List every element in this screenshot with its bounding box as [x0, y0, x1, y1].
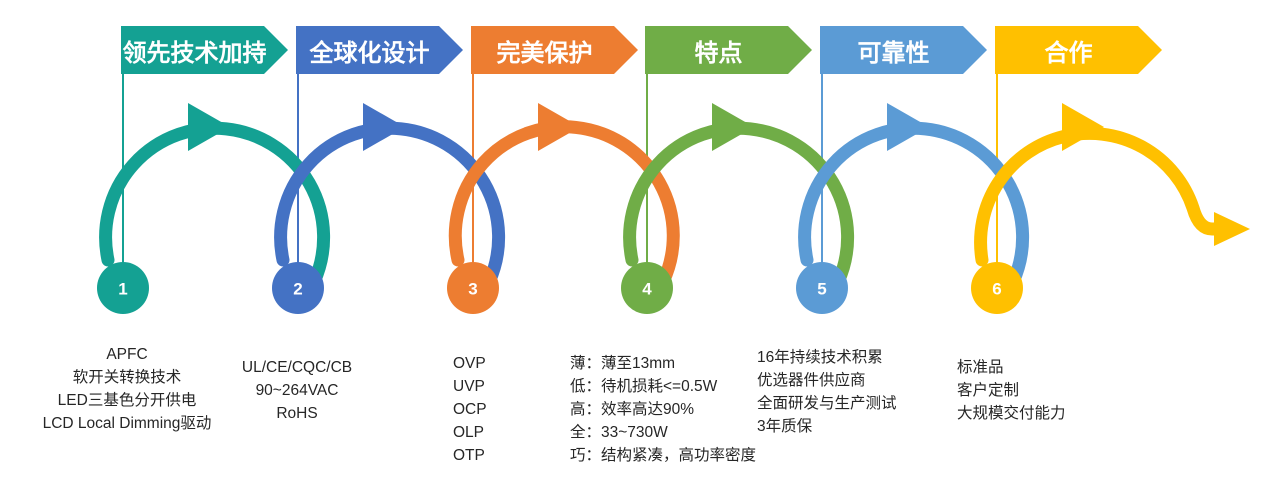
detail-line: 薄：薄至13mm: [570, 355, 676, 372]
step-details-1: APFC 软开关转换技术 LED三基色分开供电 LCD Local Dimming驱动: [43, 343, 212, 435]
arrowhead-icon: [538, 103, 580, 151]
detail-line: 客户定制: [957, 382, 1020, 399]
detail-line: RoHS: [276, 405, 318, 422]
step-number: 2: [293, 280, 302, 299]
detail-line: APFC: [106, 346, 148, 363]
step-circle-2: [272, 262, 324, 314]
step-banner-1: 领先技术加持: [121, 26, 288, 74]
step-details-3: OVP UVP OCP OLP OTP: [453, 352, 487, 467]
step-circle-3: [447, 262, 499, 314]
arrowhead-icon: [1062, 103, 1104, 151]
circles-group: 1 2 3 4 5 6: [97, 262, 1023, 314]
detail-line: 3年质保: [757, 418, 813, 435]
step-circle-4: [621, 262, 673, 314]
step-number: 4: [642, 280, 652, 299]
step-circle-6: [971, 262, 1023, 314]
detail-line: LCD Local Dimming驱动: [42, 415, 212, 432]
step-banner-5: 可靠性: [820, 26, 987, 74]
step-details-6: 标准品客户定制大规模交付能力: [957, 356, 1066, 425]
detail-line: OVP: [453, 355, 486, 372]
step-banner-4: 特点: [645, 26, 812, 74]
arrowhead-icon: [712, 103, 754, 151]
step-number: 5: [817, 280, 826, 299]
step-circle-1: [97, 262, 149, 314]
detail-line: UVP: [453, 378, 485, 395]
detail-line: 标准品: [957, 359, 1004, 376]
detail-line: 全：33~730W: [570, 424, 668, 441]
flow-arc: [974, 126, 1221, 267]
detail-line: 低：待机损耗<=0.5W: [570, 378, 718, 395]
detail-line: OLP: [453, 424, 485, 441]
step-circle-5: [796, 262, 848, 314]
detail-line: 大规模交付能力: [957, 405, 1066, 422]
detail-line: 巧：结构紧凑，高功率密度: [570, 447, 757, 464]
detail-line: 90~264VAC: [255, 382, 339, 399]
step-banner-3: 完美保护: [471, 26, 638, 74]
arrowhead-icon: [188, 103, 230, 151]
step-banner-6: 合作: [995, 26, 1162, 74]
step-banner-2: 全球化设计: [296, 26, 463, 74]
arcs-group: [99, 103, 1250, 289]
detail-line: 全面研发与生产测试: [757, 395, 897, 412]
arrowhead-icon: [887, 103, 929, 151]
step-details-4: 薄：薄至13mm 低：待机损耗<=0.5W 高：效率高达90% 全：33~730W 巧：…: [570, 352, 756, 467]
flow-end-arrow-icon: [1214, 212, 1250, 246]
detail-line: 高：效率高达90%: [570, 401, 695, 418]
step-number: 3: [468, 280, 477, 299]
step-number: 6: [992, 280, 1001, 299]
detail-line: 优选器件供应商: [757, 372, 866, 389]
step-details-5: 16年持续技术积累优选器件供应商全面研发与生产测试 3年质保: [757, 346, 897, 438]
arrowhead-icon: [363, 103, 405, 151]
step-number: 1: [118, 280, 127, 299]
detail-line: LED三基色分开供电: [57, 392, 197, 409]
detail-line: OTP: [453, 447, 485, 464]
lines-group: [122, 74, 998, 263]
detail-line: 16年持续技术积累: [757, 349, 883, 366]
detail-line: UL/CE/CQC/CB: [241, 359, 353, 376]
step-details-2: UL/CE/CQC/CB 90~264VAC RoHS: [242, 356, 352, 425]
detail-line: OCP: [453, 401, 487, 418]
detail-line: 软开关转换技术: [72, 369, 182, 386]
